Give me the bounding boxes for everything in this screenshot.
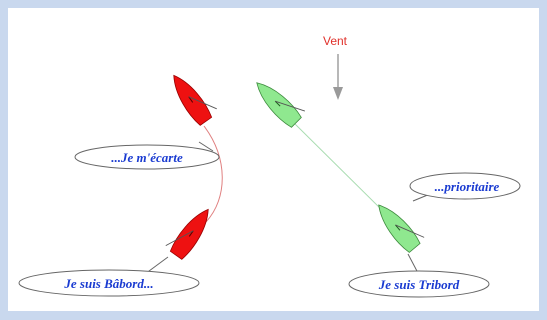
speech-bubble-je-mecarte: ...Je m'écarte: [74, 141, 220, 170]
red-boat-icon: [165, 208, 209, 260]
speech-bubble-je-suis-tribord: Je suis Tribord: [348, 253, 490, 298]
green-boat-icon: [378, 204, 425, 253]
wind-label: Vent: [323, 34, 348, 48]
starboard-boat-track: [290, 119, 391, 219]
speech-bubble-je-suis-babord: Je suis Bâbord...: [18, 256, 200, 297]
bubble-text-je-suis-babord: Je suis Bâbord...: [63, 276, 153, 291]
green-boat-icon: [256, 82, 306, 128]
bubble-text-je-suis-tribord: Je suis Tribord: [378, 277, 460, 292]
port-boat-track: [203, 125, 223, 223]
wind-arrow-icon: [333, 54, 343, 100]
diagram-canvas: Vent: [8, 8, 539, 311]
bubble-text-prioritaire: ...prioritaire: [435, 179, 500, 194]
speech-bubble-prioritaire: ...prioritaire: [409, 172, 521, 202]
red-boat-icon: [173, 74, 217, 126]
bubble-text-je-mecarte: ...Je m'écarte: [111, 150, 183, 165]
sailing-rule-diagram: Vent: [18, 34, 521, 298]
